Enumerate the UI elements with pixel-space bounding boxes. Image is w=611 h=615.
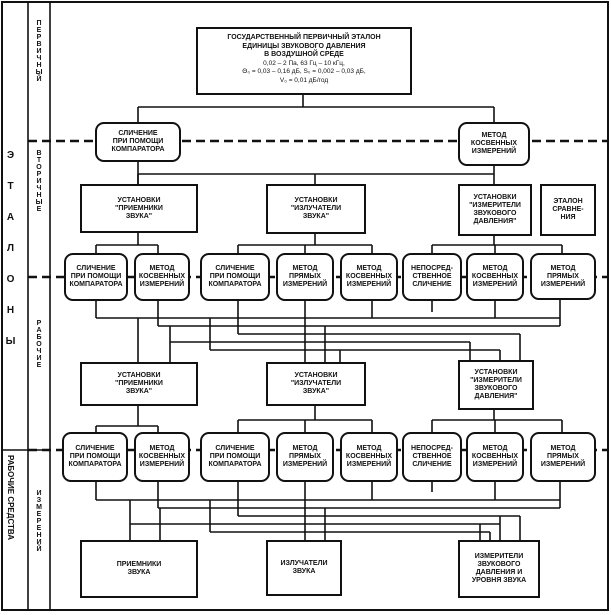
side-label-secondary-text: ВТОРИЧНЫЕ	[35, 150, 43, 213]
secondary-inst-meters: УСТАНОВКИ "ИЗМЕРИТЕЛИ ЗВУКОВОГО ДАВЛЕНИЯ…	[458, 184, 532, 236]
method-r2-compare-comparator: СЛИЧЕНИЕ ПРИ ПОМОЩИ КОМПАРАТОРА	[62, 432, 128, 482]
method-r2-direct-compare: НЕПОСРЕД- СТВЕННОЕ СЛИЧЕНИЕ	[402, 432, 462, 482]
primary-title-line1: ГОСУДАРСТВЕННЫЙ ПЕРВИЧНЫЙ ЭТАЛОН	[227, 34, 381, 41]
side-label-working-means-text: РАБОЧИЕ СРЕДСТВА	[6, 455, 15, 541]
method-r1-direct-b: МЕТОД ПРЯМЫХ ИЗМЕРЕНИЙ	[530, 253, 596, 300]
method-r2-direct-b: МЕТОД ПРЯМЫХ ИЗМЕРЕНИЙ	[530, 432, 596, 482]
side-label-standards-text: ЭТАЛОНЫ	[5, 150, 16, 367]
primary-title-line3: В ВОЗДУШНОЙ СРЕДЕ	[264, 51, 344, 58]
instrument-meters: ИЗМЕРИТЕЛИ ЗВУКОВОГО ДАВЛЕНИЯ И УРОВНЯ З…	[458, 540, 540, 598]
side-label-measurements-text: ИЗМЕРЕНИЙ	[35, 490, 43, 553]
side-label-secondary: ВТОРИЧНЫЕ	[30, 150, 48, 213]
side-label-working: РАБОЧИЕ	[30, 320, 48, 369]
method-r2-direct-a: МЕТОД ПРЯМЫХ ИЗМЕРЕНИЙ	[276, 432, 334, 482]
method-r2-indirect-c: МЕТОД КОСВЕННЫХ ИЗМЕРЕНИЙ	[466, 432, 524, 482]
method-r1-indirect-b: МЕТОД КОСВЕННЫХ ИЗМЕРЕНИЙ	[340, 253, 398, 301]
method-r2-indirect-a: МЕТОД КОСВЕННЫХ ИЗМЕРЕНИЙ	[134, 432, 190, 482]
side-label-primary-text: ПЕРВИЧНЫЙ	[35, 20, 43, 83]
method-r1-indirect-a: МЕТОД КОСВЕННЫХ ИЗМЕРЕНИЙ	[134, 253, 190, 301]
secondary-inst-emitters: УСТАНОВКИ "ИЗЛУЧАТЕЛИ ЗВУКА"	[266, 184, 366, 234]
side-label-measurements: ИЗМЕРЕНИЙ	[30, 490, 48, 553]
method-r1-compare-comparator-b: СЛИЧЕНИЕ ПРИ ПОМОЩИ КОМПАРАТОРА	[200, 253, 270, 301]
working-inst-meters: УСТАНОВКИ "ИЗМЕРИТЕЛИ ЗВУКОВОГО ДАВЛЕНИЯ…	[458, 360, 534, 410]
secondary-comparison-standard: ЭТАЛОН СРАВНЕ- НИЯ	[540, 184, 596, 236]
method-r2-compare-comparator-b: СЛИЧЕНИЕ ПРИ ПОМОЩИ КОМПАРАТОРА	[200, 432, 270, 482]
secondary-compare-comparator: СЛИЧЕНИЕ ПРИ ПОМОЩИ КОМПАРАТОРА	[95, 122, 181, 162]
side-label-working-means: РАБОЧИЕ СРЕДСТВА	[0, 455, 20, 605]
instrument-receivers: ПРИЕМНИКИ ЗВУКА	[80, 540, 198, 598]
side-label-standards: ЭТАЛОНЫ	[0, 150, 20, 367]
primary-spec-line3: V₀ = 0,01 дБ/год	[279, 76, 329, 84]
instrument-emitters: ИЗЛУЧАТЕЛИ ЗВУКА	[266, 540, 342, 596]
primary-title-line2: ЕДИНИЦЫ ЗВУКОВОГО ДАВЛЕНИЯ	[242, 42, 366, 50]
secondary-inst-receivers: УСТАНОВКИ "ПРИЕМНИКИ ЗВУКА"	[80, 184, 198, 233]
method-r1-indirect-c: МЕТОД КОСВЕННЫХ ИЗМЕРЕНИЙ	[466, 253, 524, 301]
primary-spec-line2: Θ₀ = 0,03 – 0,16 дБ, S₀ = 0,002 – 0,03 д…	[242, 68, 366, 75]
method-r1-compare-comparator: СЛИЧЕНИЕ ПРИ ПОМОЩИ КОМПАРАТОРА	[64, 253, 128, 301]
working-inst-emitters: УСТАНОВКИ "ИЗЛУЧАТЕЛИ ЗВУКА"	[266, 362, 366, 406]
side-label-primary: ПЕРВИЧНЫЙ	[30, 20, 48, 83]
side-label-working-text: РАБОЧИЕ	[35, 320, 43, 369]
working-inst-receivers: УСТАНОВКИ "ПРИЕМНИКИ ЗВУКА"	[80, 362, 198, 406]
method-r1-direct-a: МЕТОД ПРЯМЫХ ИЗМЕРЕНИЙ	[276, 253, 334, 301]
primary-spec-line1: 0,02 – 2 Па, 63 Гц – 10 кГц,	[263, 59, 345, 67]
method-r2-indirect-b: МЕТОД КОСВЕННЫХ ИЗМЕРЕНИЙ	[340, 432, 398, 482]
secondary-indirect-method: МЕТОД КОСВЕННЫХ ИЗМЕРЕНИЙ	[458, 122, 530, 166]
method-r1-direct-compare: НЕПОСРЕД- СТВЕННОЕ СЛИЧЕНИЕ	[402, 253, 462, 301]
primary-standard-box: ГОСУДАРСТВЕННЫЙ ПЕРВИЧНЫЙ ЭТАЛОН ЕДИНИЦЫ…	[196, 27, 412, 95]
